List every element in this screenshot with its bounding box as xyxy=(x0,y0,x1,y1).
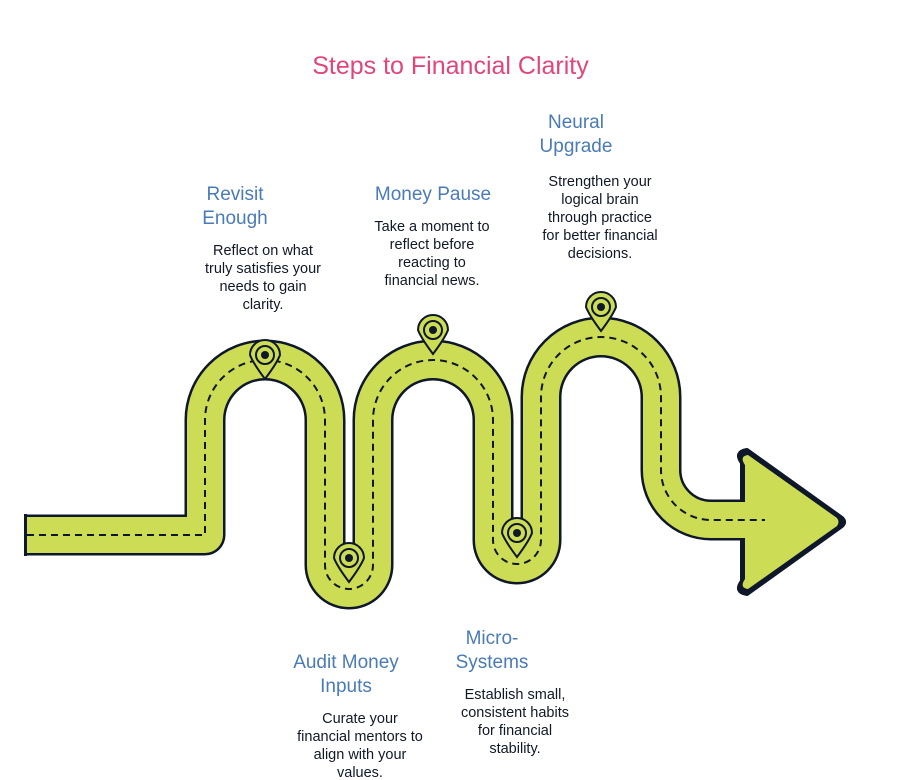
step-desc-neural-upgrade: Strengthen your logical brain through pr… xyxy=(542,174,658,262)
page-title: Steps to Financial Clarity xyxy=(312,52,589,80)
step-desc-micro-systems: Establish small, consistent habits for f… xyxy=(460,687,569,757)
location-pin-icon xyxy=(416,314,450,356)
step-title-micro-systems: Micro- Systems xyxy=(455,628,529,673)
location-pin-icon xyxy=(332,542,366,584)
step-title-revisit-enough: Revisit Enough xyxy=(202,184,268,229)
location-pin-icon xyxy=(248,339,282,381)
location-pin-icon xyxy=(500,517,534,559)
road-start-cap xyxy=(24,514,27,556)
arrow-head xyxy=(742,455,839,589)
step-desc-revisit-enough: Reflect on what truly satisfies your nee… xyxy=(204,243,322,313)
location-pin-icon xyxy=(584,291,618,333)
step-title-money-pause: Money Pause xyxy=(374,184,492,205)
step-title-neural-upgrade: Neural Upgrade xyxy=(539,112,613,157)
step-title-audit-money-inputs: Audit Money Inputs xyxy=(293,652,399,697)
step-desc-audit-money-inputs: Curate your financial mentors to align w… xyxy=(297,711,423,780)
road-center-line xyxy=(27,336,765,590)
road-path xyxy=(25,319,755,607)
step-desc-money-pause: Take a moment to reflect before reacting… xyxy=(374,219,490,289)
